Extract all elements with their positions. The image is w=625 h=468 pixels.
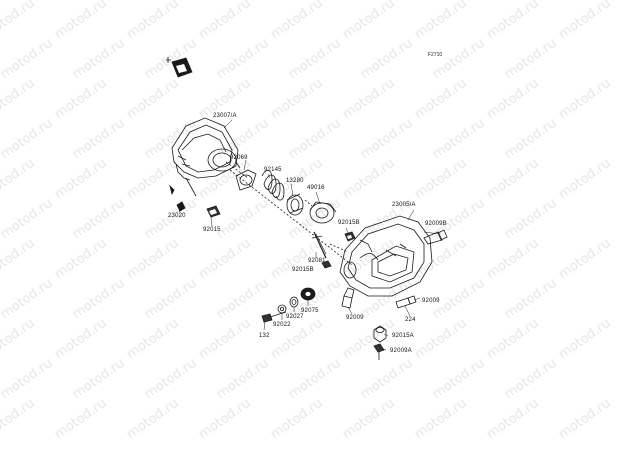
part-23020 xyxy=(176,201,186,212)
part-92075 xyxy=(300,287,316,301)
label-224: 224 xyxy=(405,317,416,323)
part-132-bolt xyxy=(261,311,287,323)
label-92075: 92075 xyxy=(301,308,319,314)
label-23007a: 23007/A xyxy=(213,113,237,119)
part-92015b-lower xyxy=(321,260,332,269)
part-92069 xyxy=(235,161,257,191)
label-92022: 92022 xyxy=(273,322,291,328)
label-92009b: 92009B xyxy=(425,221,447,227)
part-92015 xyxy=(206,205,221,218)
label-92145: 92145 xyxy=(264,167,282,173)
part-49016 xyxy=(304,199,337,224)
label-92069: 92069 xyxy=(230,155,248,161)
part-92009b-bolt xyxy=(423,229,448,245)
label-13280: 13280 xyxy=(286,178,304,184)
left-case-cover xyxy=(169,117,353,266)
label-49016: 49016 xyxy=(307,185,325,191)
part-92027 xyxy=(289,296,299,308)
part-92015b-upper xyxy=(344,231,356,242)
part-92145-spring xyxy=(261,170,285,201)
part-92009a xyxy=(373,343,385,360)
label-92081: 92081 xyxy=(308,258,326,264)
label-23020: 23020 xyxy=(168,213,186,219)
label-92009-right: 92009 xyxy=(422,298,440,304)
label-92015b-lower: 92015B xyxy=(292,267,314,273)
front-direction-icon xyxy=(166,57,193,78)
label-92015a: 92015A xyxy=(392,333,414,339)
part-92015a xyxy=(373,325,387,343)
label-92015: 92015 xyxy=(203,227,221,233)
label-92009a: 92009A xyxy=(390,348,412,354)
label-92027: 92027 xyxy=(286,314,304,320)
label-132: 132 xyxy=(259,333,270,339)
label-23005a: 23005/A xyxy=(392,202,416,208)
label-92009-center: 92009 xyxy=(346,315,364,321)
part-92081 xyxy=(311,231,327,259)
figure-code: F2710 xyxy=(428,52,443,58)
part-92009-bolt-center xyxy=(341,287,355,309)
part-13280 xyxy=(286,193,304,216)
leader-lines xyxy=(178,119,441,351)
label-92015b-upper: 92015B xyxy=(338,220,360,226)
part-92022 xyxy=(277,304,287,314)
part-92009-bolt-right xyxy=(395,295,417,309)
right-case-cover xyxy=(329,215,433,297)
